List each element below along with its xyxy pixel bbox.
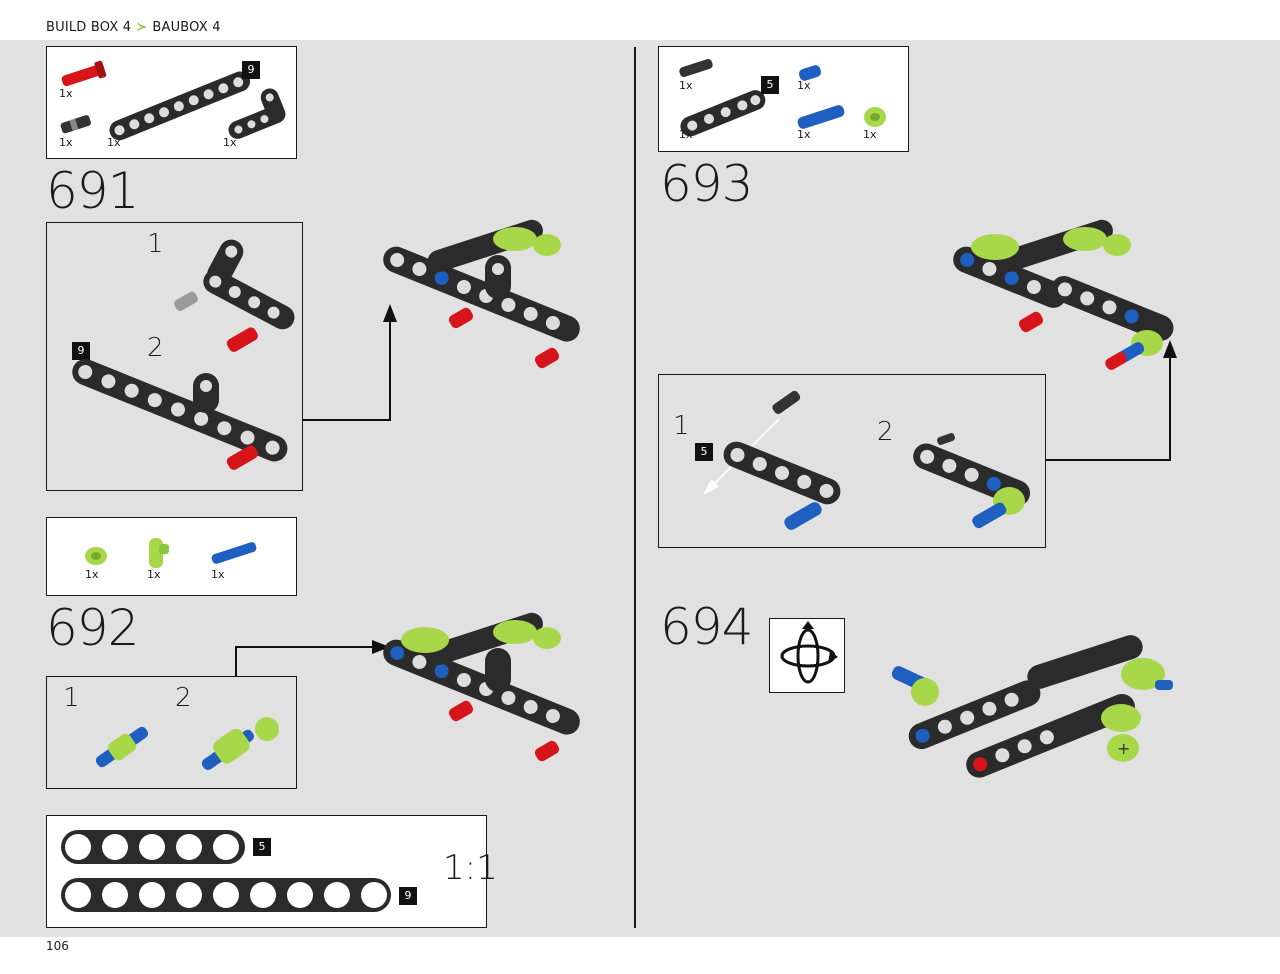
scale-ruler-art	[61, 830, 391, 912]
substep-1-label: 1	[673, 411, 690, 441]
svg-text:+: +	[1117, 739, 1130, 758]
substep-2-label: 2	[147, 333, 164, 363]
substep-box-691: 1 2 9	[46, 222, 303, 491]
qty-beam-9: 1x	[107, 136, 121, 149]
page-header: BUILD BOX 4 ≻ BAUBOX 4	[0, 0, 1280, 40]
scale-label: 1:1	[443, 848, 498, 888]
qty-lime-bush: 1x	[863, 128, 877, 141]
page-footer	[0, 937, 1280, 974]
assembly-691-model	[383, 219, 580, 369]
qty-beam-5: 1x	[679, 128, 693, 141]
qty-lime-connector: 1x	[147, 568, 161, 581]
rotate-model-icon	[780, 621, 838, 684]
beam-9-part	[109, 71, 251, 141]
lime-connector	[493, 227, 537, 251]
header-title: BUILD BOX 4 ≻ BAUBOX 4	[46, 20, 221, 35]
step-number-693: 693	[660, 155, 753, 213]
header-baubox: BAUBOX 4	[152, 20, 221, 35]
red-pin-end	[226, 445, 258, 470]
substep-beam-badge: 5	[695, 443, 713, 461]
substep-2-label: 2	[175, 683, 192, 713]
red-axle-pin-part	[61, 60, 107, 87]
qty-black-pin: 1x	[59, 136, 73, 149]
beam-5-part	[680, 90, 766, 137]
gray-pin-in-beam	[174, 291, 198, 311]
substep-693-art	[703, 390, 1031, 530]
red-pin-in-beam	[226, 327, 258, 352]
beam-9-assembly	[72, 359, 288, 462]
parts-691-art	[60, 60, 286, 141]
substep-1-label: 1	[63, 683, 80, 713]
beam-upright	[193, 373, 219, 413]
beam-length-badge: 5	[761, 76, 779, 94]
angle-beam-assembly	[203, 239, 295, 330]
ruler-badge-9: 9	[399, 887, 417, 905]
blue-axle-pin-part	[797, 105, 845, 129]
header-build-box: BUILD BOX 4	[46, 20, 132, 35]
qty-lime-bush: 1x	[85, 568, 99, 581]
rotate-model-box	[769, 618, 845, 693]
step-number-692: 692	[46, 599, 139, 657]
substep-1-label: 1	[147, 229, 164, 259]
step-number-691: 691	[46, 162, 139, 220]
blue-axle-pin-part	[211, 542, 257, 564]
substep-691-art	[72, 239, 295, 470]
beam-length-badge: 9	[242, 61, 260, 79]
header-arrow-icon: ≻	[136, 20, 148, 35]
black-pin-part	[60, 115, 91, 134]
assembly-693-model	[953, 219, 1174, 370]
parts-693-art	[679, 59, 886, 137]
black-pin-part	[679, 59, 713, 77]
assembly-694-model: +	[891, 635, 1173, 778]
step-number-694: 694	[660, 598, 753, 656]
substep-692-art	[95, 717, 279, 771]
qty-angle-beam: 1x	[223, 136, 237, 149]
page-number: 106	[46, 939, 69, 953]
qty-blue-axle-pin: 1x	[211, 568, 225, 581]
qty-red-axle-pin: 1x	[59, 87, 73, 100]
assembly-692-model	[383, 612, 580, 762]
substep-box-693: 1 2 5	[658, 374, 1046, 548]
parts-callout-692: 1x 1x 1x	[46, 517, 297, 596]
parts-callout-691: 1x 1x 1x 1x 9	[46, 46, 297, 159]
angle-beam-part	[228, 88, 286, 139]
qty-blue-axle-pin: 1x	[797, 128, 811, 141]
blue-pin-part	[798, 65, 822, 81]
page-divider	[634, 47, 636, 928]
black-pin-falling	[772, 390, 801, 414]
qty-blue-pin: 1x	[797, 79, 811, 92]
substep-box-692: 1 2	[46, 676, 297, 789]
qty-black-pin: 1x	[679, 79, 693, 92]
parts-692-art	[85, 538, 257, 568]
scale-ruler-box: 5 9 1:1	[46, 815, 498, 928]
parts-callout-693: 1x 1x 1x 1x 1x 5	[658, 46, 909, 152]
ruler-badge-5: 5	[253, 838, 271, 856]
substep-beam-badge: 9	[72, 342, 90, 360]
substep-2-label: 2	[877, 417, 894, 447]
